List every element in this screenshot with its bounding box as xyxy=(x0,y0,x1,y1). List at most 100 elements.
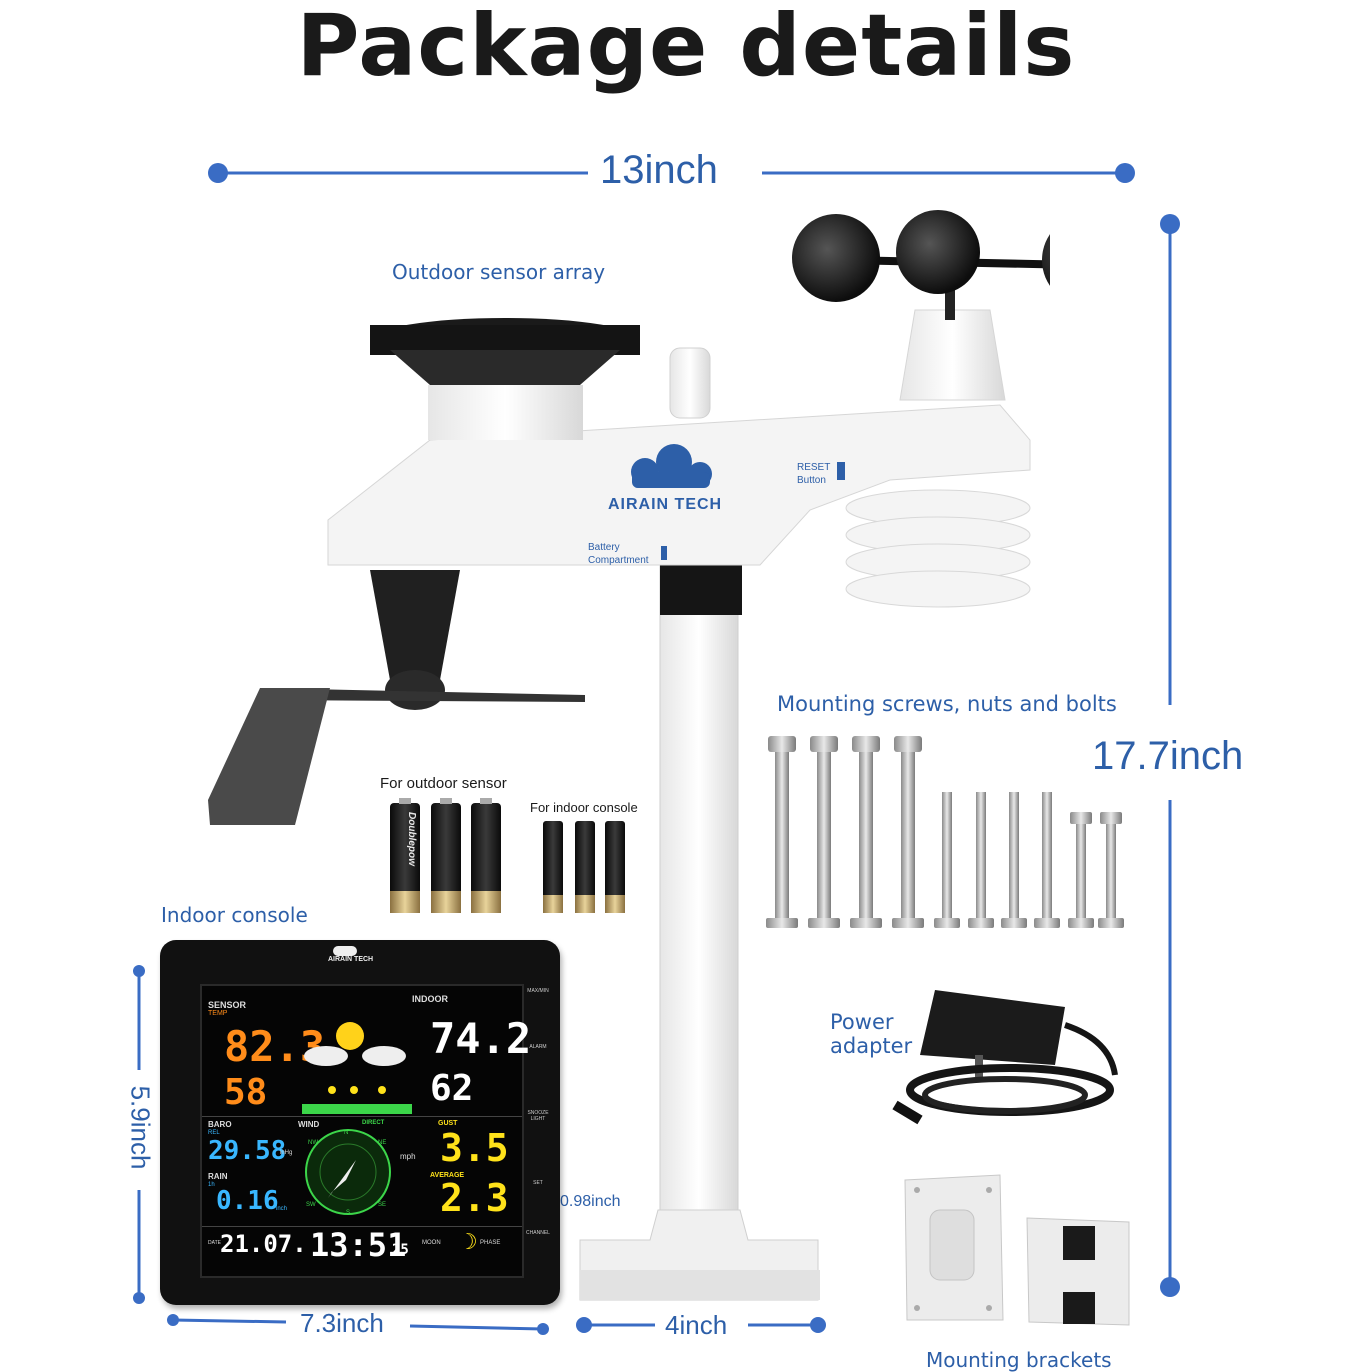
label-power-line1: Power xyxy=(830,1010,894,1034)
date-value: 21.07. xyxy=(220,1230,307,1258)
wood-screw-1 xyxy=(934,792,960,928)
dimension-console-width-label: 7.3inch xyxy=(300,1308,384,1338)
mounting-screws xyxy=(766,736,1124,928)
dimension-height-right xyxy=(1160,214,1180,1297)
console-logo-icon xyxy=(333,946,357,956)
maxmin-button[interactable]: MAX/MIN xyxy=(527,988,549,994)
outdoor-temp-value: 82.3 xyxy=(224,1022,326,1071)
indoor-humidity-value: 62 xyxy=(430,1068,474,1109)
rel-label: REL xyxy=(208,1130,220,1136)
battery-brand-text: Doublepow xyxy=(406,812,417,866)
time-value: 13:51 xyxy=(310,1226,407,1264)
indoor-label: INDOOR xyxy=(412,994,448,1004)
average-label: AVERAGE xyxy=(430,1172,465,1179)
channel-button[interactable]: CHANNEL xyxy=(526,1230,550,1236)
battery-compartment-label: Battery Compartment xyxy=(588,541,649,567)
bracket-2 xyxy=(1026,1217,1130,1326)
bolt-long-2 xyxy=(808,736,840,928)
wood-screw-2 xyxy=(968,792,994,928)
batteries xyxy=(390,798,625,913)
bracket-1 xyxy=(904,1174,1004,1321)
compass-se: SE xyxy=(378,1202,387,1208)
short-bolt-2 xyxy=(1098,812,1124,928)
gust-label: GUST xyxy=(438,1120,458,1127)
label-for-outdoor: For outdoor sensor xyxy=(380,775,507,792)
dimension-base-width xyxy=(576,1317,826,1333)
label-outdoor-array: Outdoor sensor array xyxy=(392,260,606,284)
reset-line1: RESET xyxy=(797,462,831,473)
screen-divider xyxy=(202,1116,522,1117)
battery-aa-1 xyxy=(390,798,420,913)
wood-screw-4 xyxy=(1034,792,1060,928)
mounting-brackets xyxy=(904,1174,1130,1326)
moon-phase-icon: ☽ xyxy=(458,1230,478,1255)
dimension-console-width xyxy=(167,1314,549,1335)
dimension-width-top xyxy=(208,163,1135,183)
wood-screw-3 xyxy=(1001,792,1027,928)
power-adapter xyxy=(892,990,1118,1125)
compass-ne: NE xyxy=(378,1140,387,1146)
reset-line2: Button xyxy=(797,475,826,486)
date-label: DATE xyxy=(208,1240,221,1246)
compass-s: S xyxy=(346,1210,351,1216)
battery-aa-3 xyxy=(471,798,501,913)
compass-n: N xyxy=(344,1130,349,1136)
battery-aaa-2 xyxy=(575,821,595,913)
rain-sub: 1h xyxy=(208,1182,215,1188)
label-power-adapter: Power adapter xyxy=(830,1010,912,1058)
dimension-base-width-label: 4inch xyxy=(665,1310,728,1340)
phase-label: PHASE xyxy=(480,1240,501,1246)
label-mounting-brackets: Mounting brackets xyxy=(926,1348,1112,1372)
compass-sw: SW xyxy=(306,1202,316,1208)
sensor-brand: AIRAIN TECH xyxy=(608,496,723,513)
sensor-label: SENSOR xyxy=(208,1000,247,1010)
bolt-long-4 xyxy=(892,736,924,928)
dimension-console-depth-label: 0.98inch xyxy=(560,1193,621,1210)
rain-value: 0.16 xyxy=(216,1186,279,1216)
outdoor-sensor-array xyxy=(208,210,1050,1301)
seconds-value: 25 xyxy=(392,1242,409,1258)
cloud-logo-icon xyxy=(631,444,712,488)
compass-nw: NW xyxy=(308,1140,318,1146)
label-screws: Mounting screws, nuts and bolts xyxy=(777,692,1117,716)
dimension-console-height-label: 5.9inch xyxy=(125,1085,156,1170)
wind-compass-icon xyxy=(305,1129,391,1215)
battery-aaa-3 xyxy=(605,821,625,913)
rain-label: RAIN xyxy=(208,1172,228,1181)
bolt-long-1 xyxy=(766,736,798,928)
battery-aaa-1 xyxy=(543,821,563,913)
reset-button-label: RESET Button xyxy=(797,461,830,487)
battery-aa-2 xyxy=(431,798,461,913)
set-button[interactable]: SET xyxy=(533,1180,543,1186)
indoor-temp-value: 74.2 xyxy=(430,1014,532,1063)
average-value: 2.3 xyxy=(440,1176,509,1220)
console-screen: SENSOR TEMP INDOOR 82.3 58 74.2 62 BARO … xyxy=(200,984,531,1278)
weather-forecast-icon xyxy=(302,1022,412,1114)
alarm-button[interactable]: ALARM xyxy=(529,1044,547,1050)
temp-label: TEMP xyxy=(208,1010,228,1017)
mph-label: mph xyxy=(400,1152,416,1161)
battery-line2: Compartment xyxy=(588,555,649,566)
direct-label: DIRECT xyxy=(362,1120,385,1126)
dimension-console-height xyxy=(133,965,145,1304)
label-power-line2: adapter xyxy=(830,1034,913,1058)
gust-value: 3.5 xyxy=(440,1126,509,1170)
page-title: Package details xyxy=(296,0,1076,96)
label-for-indoor: For indoor console xyxy=(530,800,638,815)
short-bolt-1 xyxy=(1068,812,1094,928)
console-brand: AIRAIN TECH xyxy=(328,956,374,963)
dimension-width-top-label: 13inch xyxy=(600,148,718,192)
snooze-light-button[interactable]: SNOOZE LIGHT xyxy=(527,1110,549,1122)
label-indoor-console: Indoor console xyxy=(161,903,308,927)
rain-unit: inch xyxy=(276,1206,288,1212)
outdoor-humidity-value: 58 xyxy=(224,1072,268,1113)
baro-unit: inHg xyxy=(280,1150,293,1156)
dimension-height-right-label: 17.7inch xyxy=(1092,734,1244,778)
moon-label: MOON xyxy=(422,1240,441,1246)
bolt-long-3 xyxy=(850,736,882,928)
baro-label: BARO xyxy=(208,1120,232,1129)
indoor-console: AIRAIN TECH SENSOR TEMP INDOOR 82.3 58 7… xyxy=(160,940,560,1305)
screen-divider-bottom xyxy=(202,1226,522,1227)
battery-line1: Battery xyxy=(588,542,620,553)
